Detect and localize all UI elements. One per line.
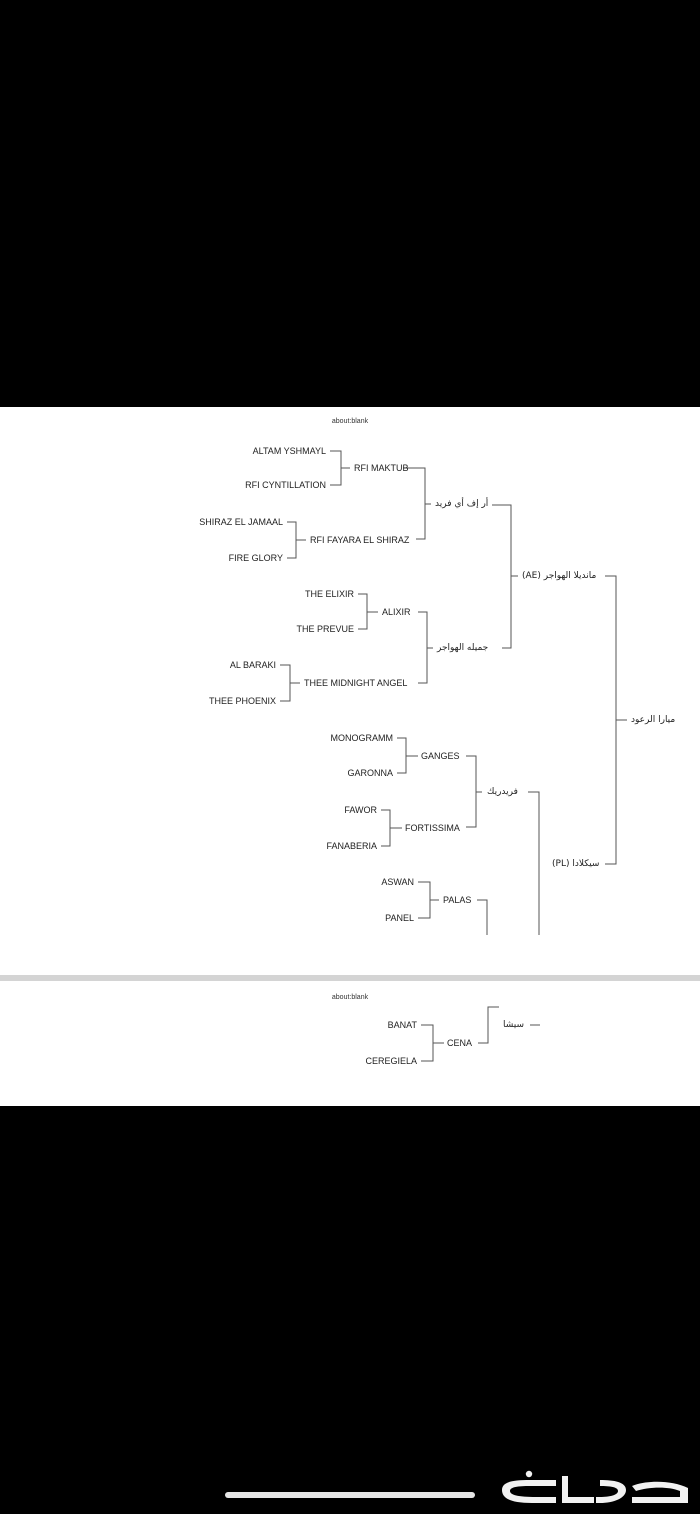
- page-divider: [0, 975, 700, 981]
- page-header-url: about:blank: [331, 418, 369, 425]
- ancestor-the-prevue: THE PREVUE: [296, 624, 354, 634]
- ancestor-cyclada: سيكلادا (PL): [552, 859, 600, 869]
- ancestor-seesha: سيشا: [503, 1020, 525, 1030]
- ancestor-thee-midnight-angel: THEE MIDNIGHT ANGEL: [304, 678, 408, 688]
- ancestor-fryderyk: فريدريك: [487, 787, 518, 797]
- page-header-url: about:blank: [331, 994, 369, 1001]
- haraj-watermark-logo: [502, 1470, 688, 1503]
- ancestor-garonna: GARONNA: [347, 768, 393, 778]
- ancestor-banat: BANAT: [387, 1020, 417, 1030]
- ancestor-ceregiela: CEREGIELA: [365, 1056, 417, 1066]
- ancestor-fawor: FAWOR: [344, 805, 377, 815]
- home-indicator[interactable]: [225, 1492, 475, 1498]
- ancestor-ganges: GANGES: [421, 751, 460, 761]
- ancestor-fanaberia: FANABERIA: [326, 841, 377, 851]
- ancestor-shiraz-el-jamaal: SHIRAZ EL JAMAAL: [199, 517, 283, 527]
- pedigree-page-1: about:blank: [0, 407, 700, 975]
- pedigree-page-2: about:blank BANAT CEREGIELA CENA سيشا: [0, 981, 700, 1106]
- horse-mayara-alroud: ميارا الرعود: [631, 715, 676, 725]
- ancestor-alixir: ALIXIR: [382, 607, 411, 617]
- pedigree-connector-lines: [421, 1006, 540, 1062]
- ancestor-fortissima: FORTISSIMA: [405, 823, 460, 833]
- ancestor-al-baraki: AL BARAKI: [229, 660, 276, 670]
- ancestor-cena: CENA: [447, 1038, 473, 1048]
- ancestor-thee-phoenix: THEE PHOENIX: [208, 696, 276, 706]
- ancestor-rfi-fareed: أر إف أي فريد: [435, 499, 489, 509]
- ancestor-jamila-alhawajer: جميله الهواجر: [437, 643, 489, 653]
- ancestor-panel: PANEL: [385, 913, 414, 923]
- ancestor-rfi-maktub: RFI MAKTUB: [354, 463, 409, 473]
- ancestor-altam-yshmayl: ALTAM YSHMAYL: [252, 446, 326, 456]
- ancestor-rfi-cyntillation: RFI CYNTILLATION: [245, 480, 326, 490]
- ancestor-monogramm: MONOGRAMM: [330, 733, 394, 743]
- ancestor-mandela-alhawajer: مانديلا الهواجر (AE): [522, 571, 597, 581]
- ancestor-aswan: ASWAN: [381, 877, 414, 887]
- ancestor-palas: PALAS: [443, 895, 472, 905]
- ancestor-rfi-fayara-el-shiraz: RFI FAYARA EL SHIRAZ: [310, 535, 410, 545]
- pedigree-connector-lines: [280, 450, 627, 935]
- ancestor-fire-glory: FIRE GLORY: [228, 553, 283, 563]
- ancestor-the-elixir: THE ELIXIR: [304, 589, 354, 599]
